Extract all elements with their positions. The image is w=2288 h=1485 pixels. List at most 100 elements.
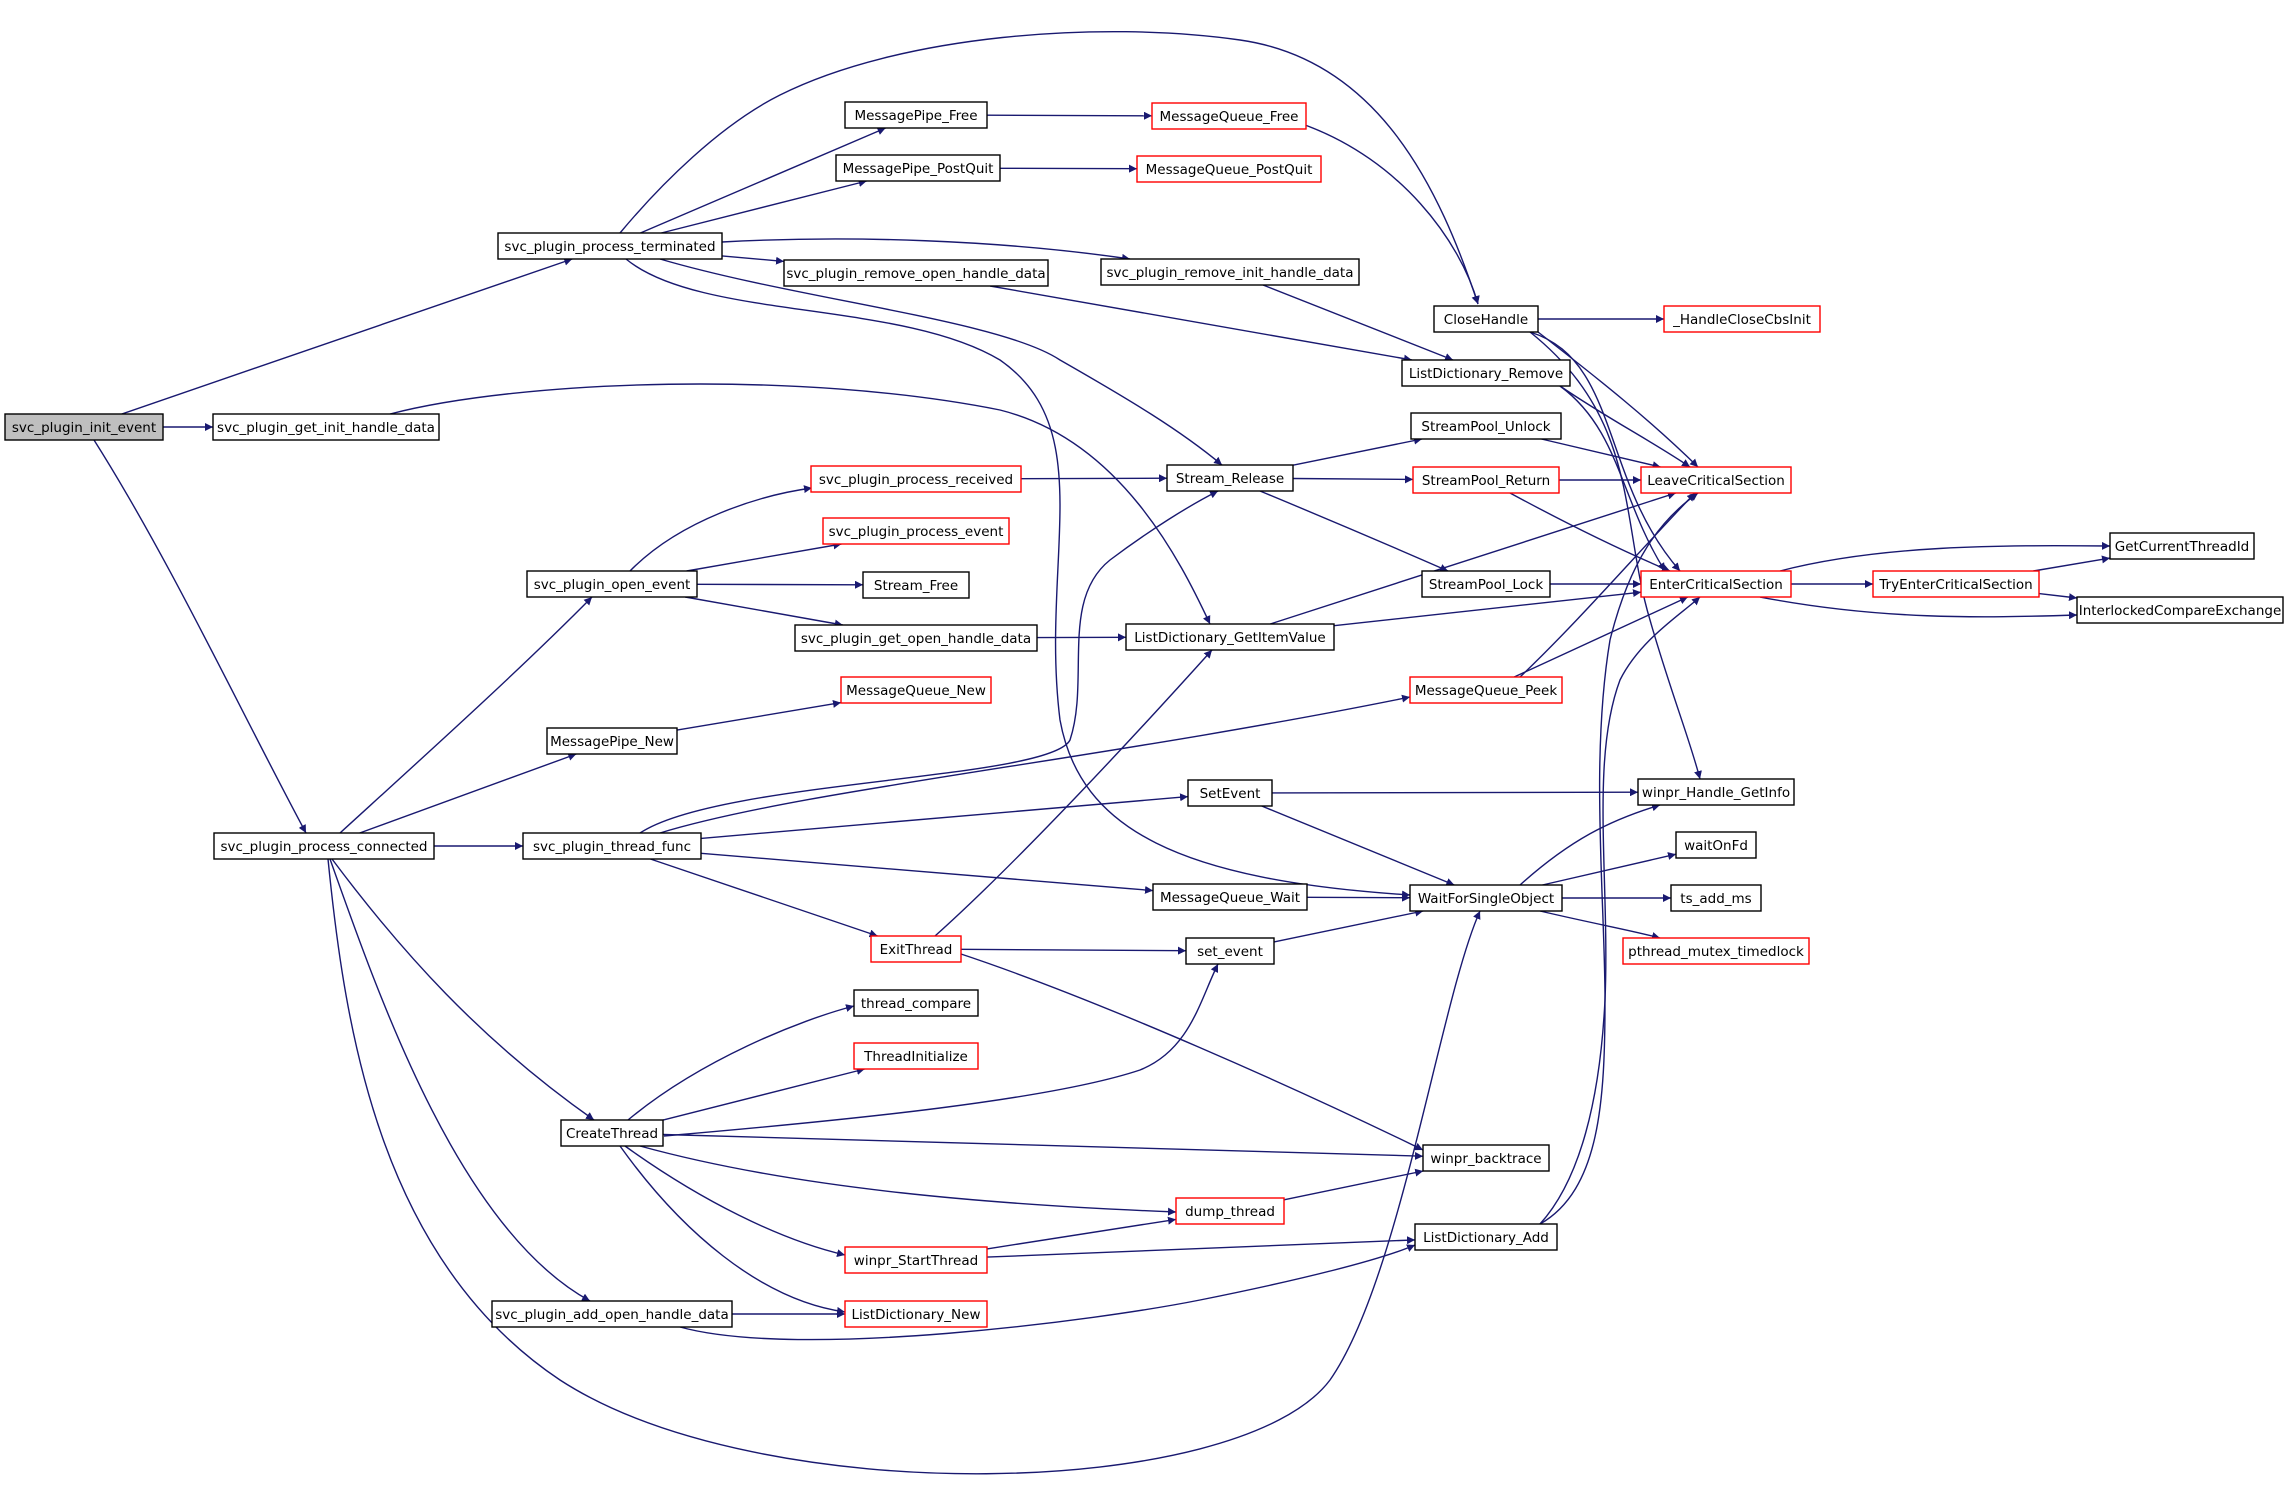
- node-CloseHandle[interactable]: CloseHandle: [1433, 305, 1539, 333]
- node-box: [1125, 623, 1335, 651]
- node-box: [1433, 305, 1539, 333]
- node-label: svc_plugin_init_event: [12, 420, 156, 436]
- node-label: WaitForSingleObject: [1418, 891, 1554, 907]
- node-svc_plugin_process_received[interactable]: svc_plugin_process_received: [810, 465, 1022, 493]
- node-ExitThread[interactable]: ExitThread: [870, 935, 962, 963]
- node-label: MessagePipe_New: [550, 734, 674, 750]
- node-set_event[interactable]: set_event: [1185, 937, 1275, 965]
- edge-svc_plugin_process_terminated-to-MessagePipe_Free: [640, 127, 886, 234]
- edge-SetEvent-to-winpr_Handle_GetInfo: [1271, 788, 1639, 797]
- node-label: pthread_mutex_timedlock: [1628, 944, 1804, 960]
- node-GetCurrentThreadId[interactable]: GetCurrentThreadId: [2109, 532, 2255, 560]
- node-TryEnterCriticalSection[interactable]: TryEnterCriticalSection: [1872, 570, 2040, 598]
- node-MessageQueue_Peek[interactable]: MessageQueue_Peek: [1409, 676, 1563, 704]
- node-box: [1663, 305, 1821, 333]
- node-box: [526, 570, 698, 598]
- edge-CloseHandle-to-LeaveCriticalSection: [1537, 331, 1699, 468]
- node-MessageQueue_New[interactable]: MessageQueue_New: [840, 676, 992, 704]
- node-svc_plugin_open_event[interactable]: svc_plugin_open_event: [526, 570, 698, 598]
- node-pthread_mutex_timedlock[interactable]: pthread_mutex_timedlock: [1622, 937, 1810, 965]
- node-Stream_Release[interactable]: Stream_Release: [1166, 464, 1294, 492]
- node-MessageQueue_Free[interactable]: MessageQueue_Free: [1151, 102, 1307, 130]
- node-Stream_Free[interactable]: Stream_Free: [862, 571, 970, 599]
- node-winpr_backtrace[interactable]: winpr_backtrace: [1422, 1144, 1550, 1172]
- node-waitOnFd[interactable]: waitOnFd: [1675, 831, 1757, 859]
- node-svc_plugin_process_connected[interactable]: svc_plugin_process_connected: [213, 832, 435, 860]
- node-svc_plugin_add_open_handle_data[interactable]: svc_plugin_add_open_handle_data: [491, 1300, 733, 1328]
- node-thread_compare[interactable]: thread_compare: [853, 989, 979, 1017]
- node-box: [2109, 532, 2255, 560]
- node-WaitForSingleObject[interactable]: WaitForSingleObject: [1409, 884, 1563, 912]
- node-StreamPool_Unlock[interactable]: StreamPool_Unlock: [1410, 412, 1562, 440]
- node-box: [497, 232, 723, 260]
- edge-ExitThread-to-set_event: [960, 946, 1187, 955]
- node-label: svc_plugin_process_connected: [220, 839, 427, 855]
- node-svc_plugin_remove_init_handle_data[interactable]: svc_plugin_remove_init_handle_data: [1100, 258, 1360, 286]
- node-ListDictionary_GetItemValue[interactable]: ListDictionary_GetItemValue: [1125, 623, 1335, 651]
- edge-svc_plugin_open_event-to-svc_plugin_process_received: [629, 485, 813, 572]
- node-label: StreamPool_Return: [1422, 473, 1550, 489]
- edge-ListDictionary_Remove-to-LeaveCriticalSection: [1559, 385, 1691, 468]
- node-label: MessageQueue_PostQuit: [1146, 162, 1313, 178]
- node-box: [1151, 102, 1307, 130]
- node-label: CloseHandle: [1444, 312, 1528, 328]
- node-label: svc_plugin_get_init_handle_data: [217, 420, 435, 436]
- edge-svc_plugin_init_event-to-svc_plugin_process_connected: [93, 439, 307, 834]
- node-CreateThread[interactable]: CreateThread: [560, 1119, 664, 1147]
- node-ListDictionary_Remove[interactable]: ListDictionary_Remove: [1401, 359, 1571, 387]
- node-label: winpr_backtrace: [1430, 1151, 1541, 1167]
- node-EnterCriticalSection[interactable]: EnterCriticalSection: [1640, 570, 1792, 598]
- node-_HandleCloseCbsInit[interactable]: _HandleCloseCbsInit: [1663, 305, 1821, 333]
- node-box: [844, 101, 988, 129]
- edge-ExitThread-to-ListDictionary_GetItemValue: [934, 649, 1213, 937]
- node-winpr_Handle_GetInfo[interactable]: winpr_Handle_GetInfo: [1637, 778, 1795, 806]
- node-label: LeaveCriticalSection: [1647, 473, 1785, 489]
- node-ThreadInitialize[interactable]: ThreadInitialize: [853, 1042, 979, 1070]
- node-svc_plugin_get_open_handle_data[interactable]: svc_plugin_get_open_handle_data: [794, 624, 1038, 652]
- edge-svc_plugin_open_event-to-svc_plugin_process_event: [686, 541, 842, 572]
- node-label: svc_plugin_remove_open_handle_data: [786, 266, 1045, 282]
- node-MessageQueue_PostQuit[interactable]: MessageQueue_PostQuit: [1136, 155, 1322, 183]
- node-ListDictionary_Add[interactable]: ListDictionary_Add: [1414, 1223, 1558, 1251]
- edge-ListDictionary_Add-to-LeaveCriticalSection: [1539, 492, 1699, 1225]
- node-MessageQueue_Wait[interactable]: MessageQueue_Wait: [1152, 883, 1308, 911]
- edge-svc_plugin_open_event-to-Stream_Free: [696, 580, 864, 589]
- node-LeaveCriticalSection[interactable]: LeaveCriticalSection: [1640, 466, 1792, 494]
- node-StreamPool_Lock[interactable]: StreamPool_Lock: [1421, 570, 1551, 598]
- node-StreamPool_Return[interactable]: StreamPool_Return: [1412, 466, 1560, 494]
- node-label: ts_add_ms: [1680, 891, 1751, 907]
- edge-dump_thread-to-winpr_backtrace: [1283, 1168, 1424, 1201]
- node-MessagePipe_PostQuit[interactable]: MessagePipe_PostQuit: [835, 154, 1001, 182]
- node-box: [1675, 831, 1757, 859]
- node-label: SetEvent: [1200, 786, 1261, 802]
- edge-CreateThread-to-thread_compare: [627, 1004, 855, 1121]
- edge-CreateThread-to-set_event: [663, 963, 1219, 1137]
- node-SetEvent[interactable]: SetEvent: [1187, 779, 1273, 807]
- node-svc_plugin_process_event[interactable]: svc_plugin_process_event: [822, 517, 1010, 545]
- node-svc_plugin_process_terminated[interactable]: svc_plugin_process_terminated: [497, 232, 723, 260]
- node-box: [1637, 778, 1795, 806]
- node-svc_plugin_remove_open_handle_data[interactable]: svc_plugin_remove_open_handle_data: [783, 259, 1049, 287]
- node-svc_plugin_get_init_handle_data[interactable]: svc_plugin_get_init_handle_data: [212, 413, 440, 441]
- edge-ExitThread-to-winpr_backtrace: [957, 952, 1424, 1151]
- node-svc_plugin_init_event[interactable]: svc_plugin_init_event: [4, 413, 164, 441]
- node-InterlockedCompareExchange[interactable]: InterlockedCompareExchange: [2076, 596, 2284, 624]
- node-box: [1409, 884, 1563, 912]
- node-svc_plugin_thread_func[interactable]: svc_plugin_thread_func: [522, 832, 702, 860]
- edge-MessageQueue_Free-to-CloseHandle: [1304, 124, 1480, 305]
- edge-CreateThread-to-winpr_backtrace: [662, 1133, 1424, 1160]
- node-dump_thread[interactable]: dump_thread: [1175, 1197, 1285, 1225]
- edge-svc_plugin_process_terminated-to-Stream_Release: [659, 258, 1223, 466]
- edge-svc_plugin_process_connected-to-MessagePipe_New: [359, 752, 577, 834]
- node-ts_add_ms[interactable]: ts_add_ms: [1670, 884, 1762, 912]
- node-box: [1175, 1197, 1285, 1225]
- node-label: _HandleCloseCbsInit: [1672, 312, 1811, 328]
- node-winpr_StartThread[interactable]: winpr_StartThread: [844, 1246, 988, 1274]
- node-label: svc_plugin_process_event: [829, 524, 1004, 540]
- edge-EnterCriticalSection-to-GetCurrentThreadId: [1779, 541, 2111, 572]
- node-MessagePipe_Free[interactable]: MessagePipe_Free: [844, 101, 988, 129]
- node-MessagePipe_New[interactable]: MessagePipe_New: [546, 727, 678, 755]
- node-box: [794, 624, 1038, 652]
- edge-CreateThread-to-winpr_StartThread: [624, 1145, 846, 1258]
- node-ListDictionary_New[interactable]: ListDictionary_New: [844, 1300, 988, 1328]
